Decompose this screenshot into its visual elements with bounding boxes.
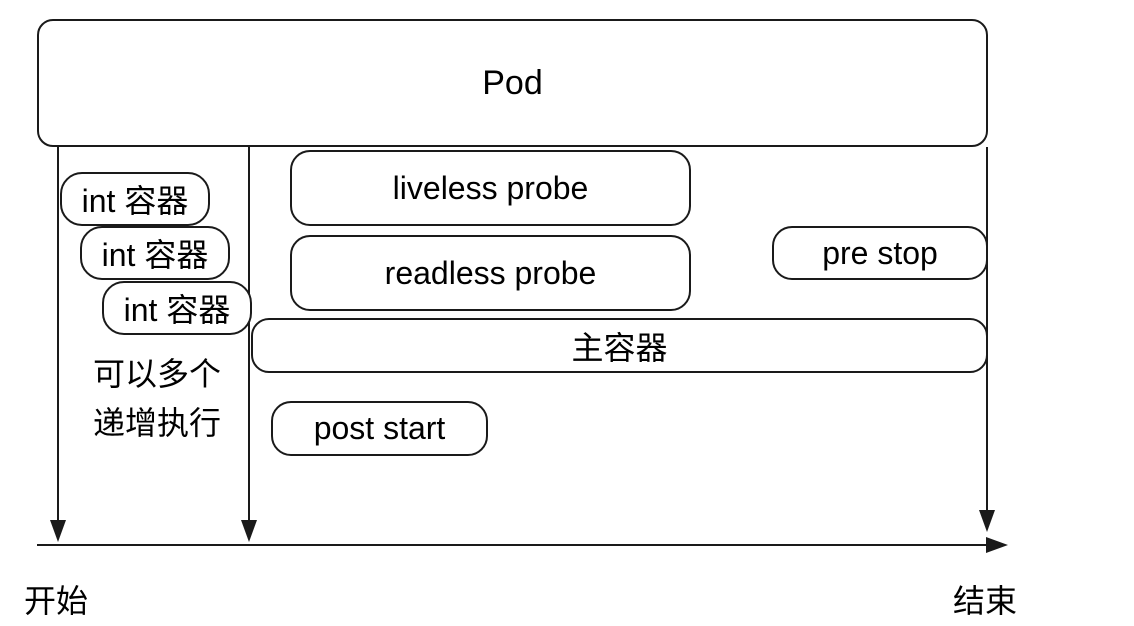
liveness-probe-label: liveless probe [392, 169, 589, 206]
init-container-box-3: int 容器 [102, 281, 252, 335]
timeline-start-label: 开始 [24, 583, 89, 619]
init-end-marker-arrowhead [241, 520, 257, 542]
timeline-axis-arrowhead [986, 537, 1008, 553]
main-container-label: 主容器 [571, 329, 668, 366]
start-marker-arrowhead [50, 520, 66, 542]
liveness-probe-box: liveless probe [290, 150, 691, 226]
post-start-hook-box: post start [271, 401, 488, 456]
readiness-probe-label: readless probe [384, 254, 597, 291]
init-note-line-1: 可以多个 [92, 356, 221, 392]
pod-box: Pod [37, 19, 988, 147]
readiness-probe-box: readless probe [290, 235, 691, 311]
end-marker-arrowhead [979, 510, 995, 532]
pre-stop-hook-box: pre stop [772, 226, 988, 280]
init-container-label-2: int 容器 [101, 237, 209, 273]
main-container-box: 主容器 [251, 318, 988, 373]
init-container-box-1: int 容器 [60, 172, 210, 226]
init-containers-note: 可以多个 递增执行 [72, 350, 242, 448]
init-container-label-3: int 容器 [123, 292, 231, 328]
init-note-line-2: 递增执行 [92, 405, 221, 441]
init-container-box-2: int 容器 [80, 226, 230, 280]
pre-stop-hook-label: pre stop [822, 234, 938, 271]
init-container-label-1: int 容器 [81, 183, 189, 219]
pod-label: Pod [482, 63, 543, 102]
timeline-end-label: 结束 [953, 583, 1018, 619]
post-start-hook-label: post start [313, 410, 446, 446]
